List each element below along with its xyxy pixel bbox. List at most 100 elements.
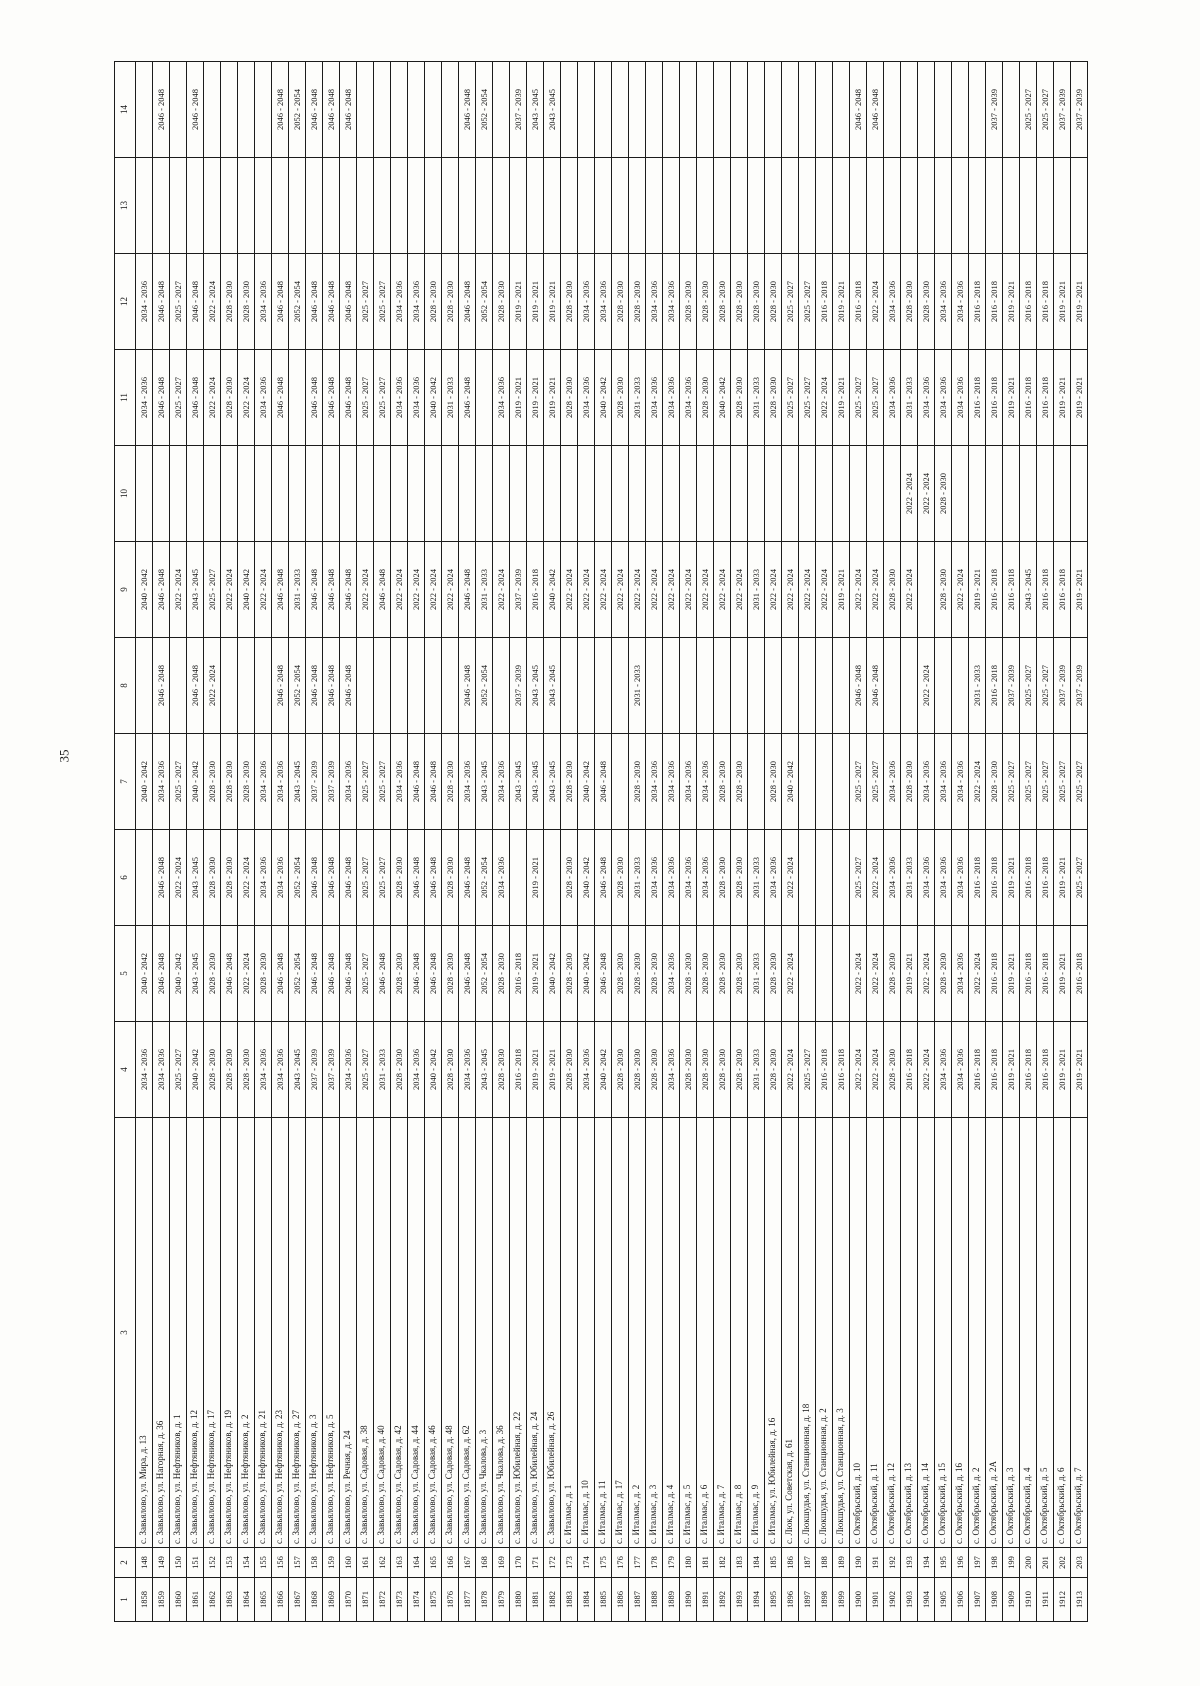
period-cell <box>730 61 748 158</box>
address-cell: с. Завьялово, ул. Садовая, д. 44 <box>407 1117 425 1548</box>
period-cell: 2034 - 2036 <box>951 349 969 446</box>
period-cell: 2019 - 2021 <box>526 349 544 446</box>
period-cell: 2019 - 2021 <box>543 349 561 446</box>
period-cell: 2043 - 2045 <box>1019 541 1037 638</box>
period-cell: 2028 - 2030 <box>254 925 272 1022</box>
period-cell: 2034 - 2036 <box>458 1021 476 1118</box>
period-cell <box>798 445 816 542</box>
period-cell: 2028 - 2030 <box>441 1021 459 1118</box>
period-cell: 2025 - 2027 <box>1036 733 1054 830</box>
period-cell: 2046 - 2048 <box>866 61 884 158</box>
period-cell: 2034 - 2036 <box>662 925 680 1022</box>
period-cell: 2016 - 2018 <box>1070 925 1088 1022</box>
period-cell: 2016 - 2018 <box>849 253 867 350</box>
period-cell: 2028 - 2030 <box>492 1021 510 1118</box>
address-cell: с. Октябрьский, д. 3 <box>1002 1117 1020 1548</box>
period-cell: 2016 - 2018 <box>1036 1021 1054 1118</box>
period-cell: 2034 - 2036 <box>645 829 663 926</box>
period-cell <box>373 637 391 734</box>
period-cell: 2028 - 2030 <box>747 253 765 350</box>
period-cell <box>305 445 323 542</box>
period-cell: 2028 - 2030 <box>679 1021 697 1118</box>
period-cell <box>560 637 578 734</box>
row-id-cell: 1867 <box>288 1577 306 1622</box>
period-cell: 2043 - 2045 <box>186 541 204 638</box>
row-num-cell: 182 <box>713 1547 731 1578</box>
period-cell: 2034 - 2036 <box>917 829 935 926</box>
period-cell <box>951 61 969 158</box>
period-cell: 2043 - 2045 <box>509 733 527 830</box>
period-cell: 2031 - 2033 <box>628 637 646 734</box>
row-id-cell: 1879 <box>492 1577 510 1622</box>
row-num-cell: 150 <box>169 1547 187 1578</box>
row-num-cell: 167 <box>458 1547 476 1578</box>
period-cell: 2046 - 2048 <box>322 253 340 350</box>
period-cell <box>135 157 153 254</box>
period-cell: 2016 - 2018 <box>985 1021 1003 1118</box>
period-cell: 2031 - 2033 <box>747 541 765 638</box>
row-id-cell: 1860 <box>169 1577 187 1622</box>
period-cell <box>237 157 255 254</box>
period-cell: 2052 - 2054 <box>475 61 493 158</box>
period-cell: 2040 - 2042 <box>186 1021 204 1118</box>
period-cell: 2028 - 2030 <box>203 925 221 1022</box>
period-cell <box>390 61 408 158</box>
period-cell: 2028 - 2030 <box>764 1021 782 1118</box>
address-cell: с. Октябрьский, д. 4 <box>1019 1117 1037 1548</box>
row-id-cell: 1884 <box>577 1577 595 1622</box>
period-cell: 2025 - 2027 <box>1002 733 1020 830</box>
period-cell: 2016 - 2018 <box>968 1021 986 1118</box>
row-id-cell: 1864 <box>237 1577 255 1622</box>
period-cell: 2046 - 2048 <box>186 61 204 158</box>
period-cell: 2025 - 2027 <box>356 925 374 1022</box>
period-cell: 2022 - 2024 <box>254 541 272 638</box>
period-cell: 2028 - 2030 <box>237 733 255 830</box>
period-cell: 2028 - 2030 <box>713 253 731 350</box>
period-cell <box>645 157 663 254</box>
period-cell <box>475 445 493 542</box>
period-cell <box>1002 445 1020 542</box>
period-cell <box>832 925 850 1022</box>
period-cell: 2028 - 2030 <box>560 1021 578 1118</box>
period-cell: 2022 - 2024 <box>730 541 748 638</box>
period-cell <box>288 157 306 254</box>
period-cell: 2022 - 2024 <box>203 349 221 446</box>
period-cell <box>781 61 799 158</box>
period-cell <box>458 157 476 254</box>
period-cell <box>373 445 391 542</box>
period-cell <box>441 445 459 542</box>
period-cell <box>594 157 612 254</box>
row-id-cell: 1873 <box>390 1577 408 1622</box>
row-id-cell: 1872 <box>373 1577 391 1622</box>
period-cell: 2046 - 2048 <box>322 349 340 446</box>
period-cell: 2022 - 2024 <box>900 445 918 542</box>
period-cell <box>424 157 442 254</box>
period-cell: 2016 - 2018 <box>1036 253 1054 350</box>
period-cell: 2019 - 2021 <box>543 253 561 350</box>
period-cell: 2034 - 2036 <box>339 733 357 830</box>
address-cell: с. Италмас, д. 17 <box>611 1117 629 1548</box>
period-cell <box>628 61 646 158</box>
period-cell <box>407 61 425 158</box>
period-cell: 2019 - 2021 <box>526 253 544 350</box>
period-cell: 2028 - 2030 <box>611 829 629 926</box>
period-cell: 2046 - 2048 <box>424 733 442 830</box>
period-cell: 2040 - 2042 <box>424 1021 442 1118</box>
period-cell: 2046 - 2048 <box>152 925 170 1022</box>
row-id-cell: 1907 <box>968 1577 986 1622</box>
period-cell: 2034 - 2036 <box>492 733 510 830</box>
row-id-cell: 1905 <box>934 1577 952 1622</box>
period-cell <box>832 445 850 542</box>
period-cell <box>560 61 578 158</box>
